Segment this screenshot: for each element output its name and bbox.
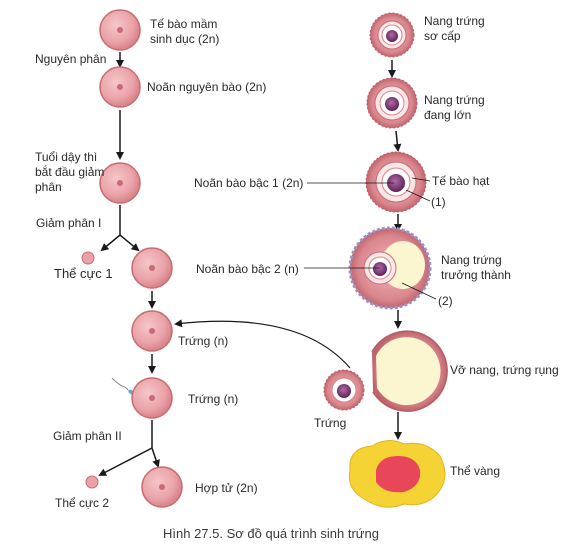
arrow-released-to-egg bbox=[174, 319, 351, 369]
polar-body-2 bbox=[85, 475, 99, 489]
secondary-oocyte-label: Noãn bào bậc 2 (n) bbox=[196, 262, 299, 276]
released-egg-cell bbox=[323, 369, 365, 411]
marker-1-label: (1) bbox=[431, 195, 446, 209]
follicle-with-granulosa bbox=[365, 151, 427, 213]
germ-cell bbox=[99, 9, 141, 51]
oogonium-cell bbox=[99, 66, 141, 108]
puberty-meiosis-label: Tuổi dậy thì bắt đầu giảm phân bbox=[35, 150, 105, 194]
ruptured-follicle bbox=[371, 330, 448, 412]
arrow-to-polar-body-2 bbox=[98, 447, 153, 476]
marker-2-label: (2) bbox=[438, 294, 453, 308]
mitosis-label: Nguyên phân bbox=[35, 52, 107, 66]
arrow-to-polar-body-1 bbox=[100, 234, 121, 252]
polar-body-1-label: Thể cực 1 bbox=[54, 266, 113, 281]
zygote-label: Hợp tử (2n) bbox=[195, 481, 258, 495]
oogonium-label: Noãn nguyên bào (2n) bbox=[147, 80, 267, 94]
leader-marker-2 bbox=[401, 282, 437, 300]
sperm-icon bbox=[111, 377, 134, 395]
meiosis-2-label: Giảm phân II bbox=[53, 429, 122, 443]
arrow-to-zygote bbox=[151, 447, 160, 468]
arrow-to-secondary-oocyte bbox=[119, 234, 140, 252]
secondary-oocyte-cell bbox=[131, 247, 173, 289]
granulosa-cell-label: Tế bào hạt bbox=[432, 174, 490, 188]
figure-caption: Hình 27.5. Sơ đồ quá trình sinh trứng bbox=[163, 526, 379, 541]
arrow-growing-to-granulosa bbox=[393, 130, 402, 152]
polar-body-1 bbox=[81, 251, 95, 265]
primary-follicle bbox=[369, 12, 415, 58]
egg-1-label: Trứng (n) bbox=[178, 334, 229, 348]
corpus-luteum bbox=[348, 440, 446, 508]
leader-granulosa bbox=[411, 177, 431, 182]
corpus-luteum-label: Thể vàng bbox=[450, 464, 501, 478]
growing-follicle-label: Nang trứng đang lớn bbox=[424, 93, 485, 122]
germ-cell-label: Tế bào mầm sinh dục (2n) bbox=[150, 17, 220, 46]
zygote-cell bbox=[141, 466, 183, 508]
polar-body-2-label: Thể cực 2 bbox=[55, 496, 110, 510]
egg-cell-2 bbox=[131, 377, 173, 419]
primary-follicle-label: Nang trứng sơ cấp bbox=[424, 14, 485, 43]
meiosis-1-label: Giảm phân I bbox=[36, 216, 102, 230]
egg-cell-1 bbox=[131, 310, 173, 352]
growing-follicle bbox=[366, 77, 418, 129]
ruptured-follicle-label: Vỡ nang, trứng rụng bbox=[450, 363, 559, 377]
released-egg-label: Trứng bbox=[314, 416, 347, 430]
leader-marker-1 bbox=[405, 189, 431, 202]
egg-2-label: Trứng (n) bbox=[188, 392, 239, 406]
primary-oocyte-cell bbox=[99, 162, 141, 204]
primary-oocyte-label: Noãn bào bậc 1 (2n) bbox=[194, 176, 304, 190]
mature-follicle-label: Nang trứng trưởng thành bbox=[441, 253, 511, 282]
